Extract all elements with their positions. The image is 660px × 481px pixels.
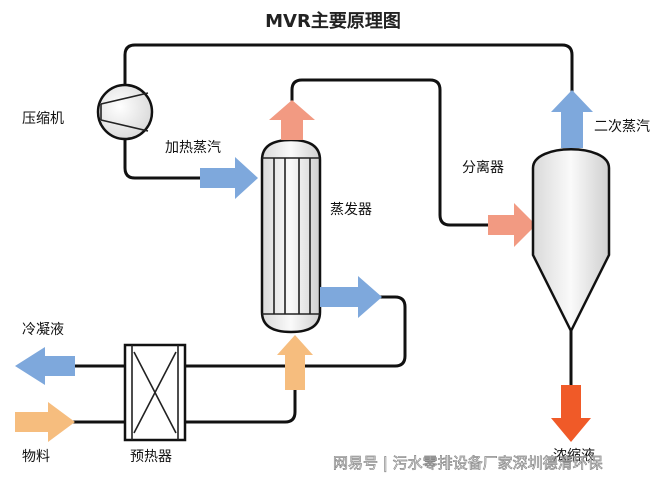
- separator-inlet-arrow: [488, 203, 536, 247]
- evaporator-shell: [260, 138, 322, 334]
- watermark: 网易号 | 污水零排设备厂家深圳德清环保: [333, 454, 603, 472]
- feed-arrow: [15, 402, 75, 442]
- concentrate-arrow: [551, 385, 591, 442]
- evaporator-label: 蒸发器: [330, 202, 372, 218]
- heating-steam-label: 加热蒸汽: [165, 140, 221, 156]
- secondary-steam-arrow: [551, 90, 593, 148]
- preheater-cross-icon: [133, 351, 177, 434]
- heating-steam-arrow: [200, 157, 258, 199]
- secondary-steam-label: 二次蒸汽: [594, 119, 650, 135]
- compressor-body: [96, 83, 154, 141]
- evaporator-vapor-arrow: [269, 100, 315, 140]
- condensate-label: 冷凝液: [22, 322, 64, 338]
- concentrate-label: 浓缩液: [553, 448, 595, 464]
- secondary-steam-return-pipe: [123, 43, 574, 94]
- condensate-pipe: [72, 295, 407, 368]
- preheater: [123, 343, 187, 442]
- evaporator: [260, 138, 322, 334]
- preheater-label: 预热器: [130, 449, 172, 465]
- condensate-arrow: [15, 347, 75, 385]
- preheater-inner-walls: [131, 345, 179, 440]
- condensate-outlet-arrow: [320, 276, 382, 318]
- feed-inlet-arrow: [277, 335, 313, 390]
- separator-vessel: [531, 148, 611, 334]
- compressor-label: 压缩机: [22, 111, 64, 127]
- evaporator-vapor-pipe: [290, 78, 492, 227]
- heating-steam-pipe: [123, 137, 204, 180]
- preheater-body: [123, 343, 187, 442]
- evaporator-tubes: [273, 158, 311, 314]
- feed-pipe: [72, 386, 297, 424]
- compressor-symbol-icon: [100, 92, 149, 132]
- feed-label: 物料: [22, 449, 50, 465]
- separator-label: 分离器: [462, 159, 504, 176]
- diagram-title: MVR主要原理图: [265, 10, 401, 32]
- compressor: [96, 83, 154, 141]
